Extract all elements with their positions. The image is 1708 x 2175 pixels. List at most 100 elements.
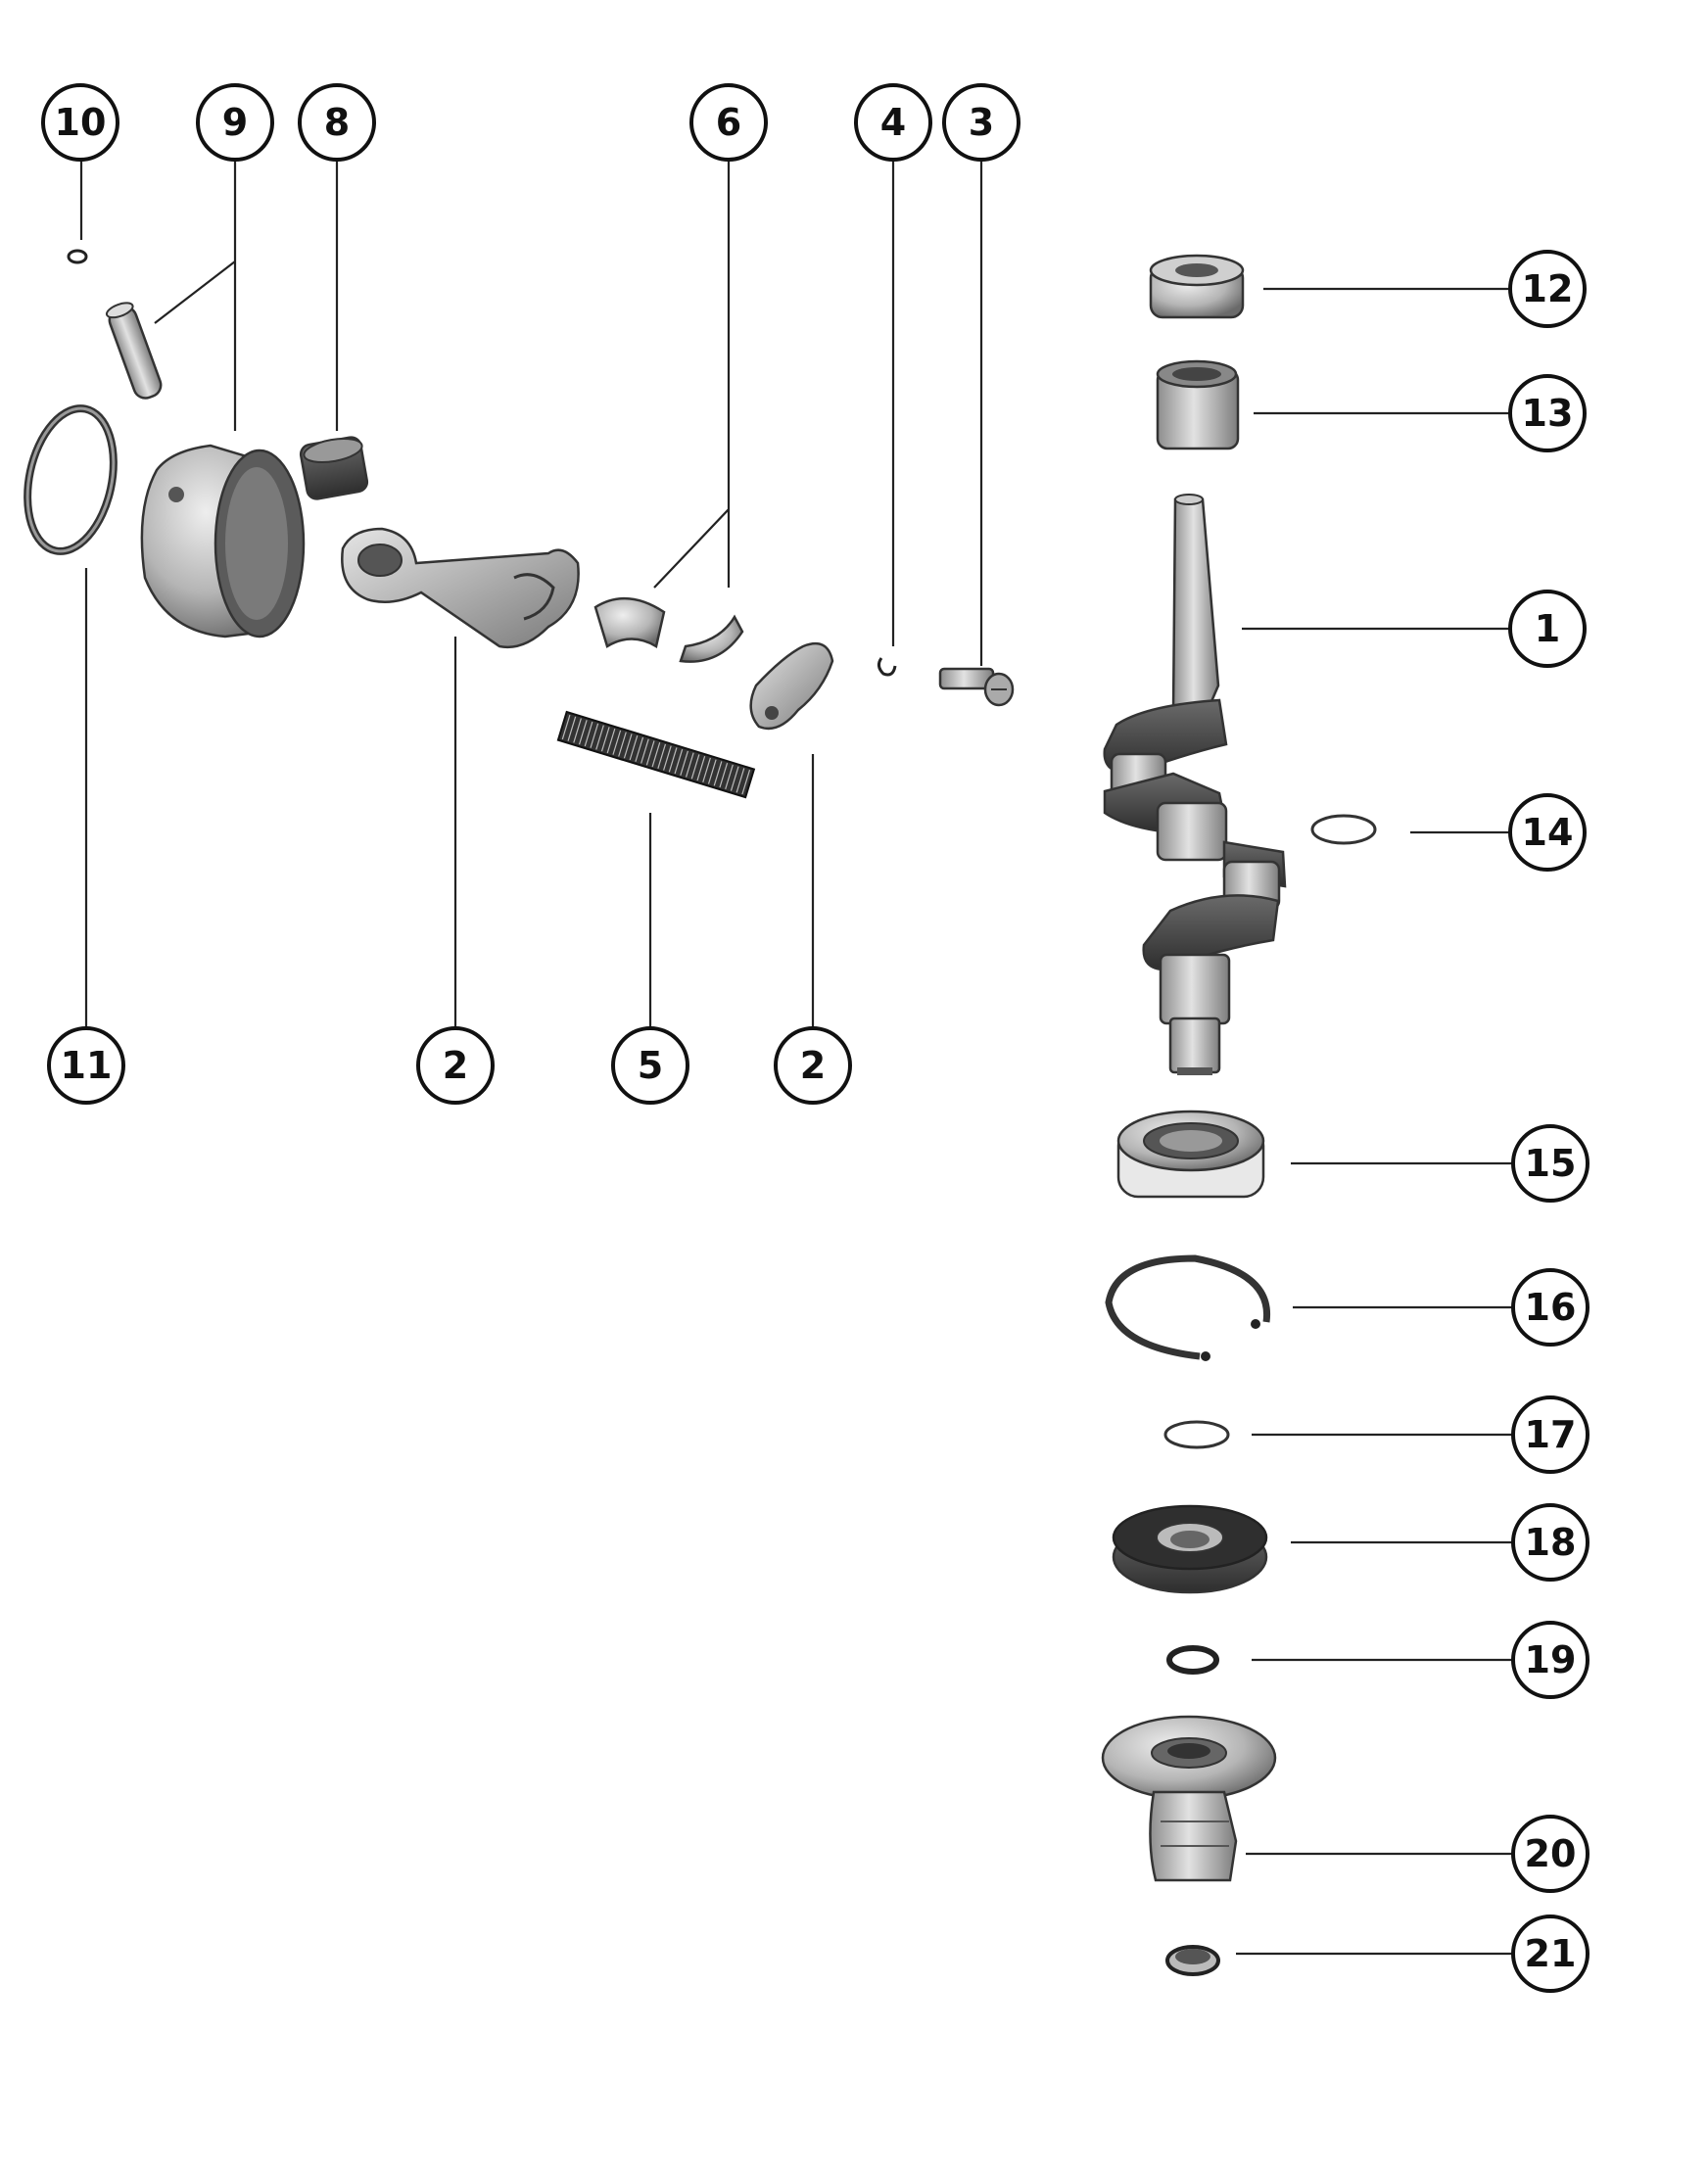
- callout-9-label: 9: [222, 101, 248, 144]
- needle-tick: [623, 733, 633, 759]
- callout-2-rod: 2: [416, 1026, 495, 1105]
- callout-5-label: 5: [638, 1044, 663, 1087]
- callout-17: 17: [1511, 1395, 1589, 1474]
- lower-flange-housing: [1101, 1715, 1277, 1882]
- crankshaft-seal-ring: [1310, 814, 1377, 845]
- needle-tick: [680, 750, 688, 776]
- needle-tick: [561, 714, 571, 740]
- needle-tick: [651, 741, 661, 768]
- callout-8: 8: [298, 83, 376, 162]
- retaining-ring: [1105, 1254, 1271, 1360]
- needle-tick: [645, 740, 655, 766]
- callout-21-label: 21: [1525, 1932, 1577, 1975]
- retaining-ring-eye-1: [1201, 1351, 1210, 1361]
- callout-20-label: 20: [1525, 1832, 1577, 1875]
- needle-tick: [719, 763, 729, 788]
- callout-6: 6: [689, 83, 768, 162]
- piston-pin: [105, 302, 163, 400]
- needle-tick: [725, 764, 734, 789]
- needle-tick: [578, 720, 588, 745]
- needle-bearing: [299, 436, 369, 500]
- needle-tick: [606, 728, 616, 754]
- piston: [140, 444, 306, 638]
- callout-2-cap: 2: [774, 1026, 852, 1105]
- rod-cap-screw: [938, 667, 1015, 707]
- needle-tick: [590, 723, 599, 748]
- needle-tick: [735, 768, 745, 793]
- leader-9: [154, 157, 237, 431]
- needle-tick: [573, 718, 582, 743]
- callout-1: 1: [1508, 590, 1587, 668]
- needle-tick: [629, 734, 639, 761]
- callout-12: 12: [1508, 250, 1587, 328]
- callout-14-label: 14: [1522, 811, 1574, 854]
- needle-tick: [730, 766, 739, 791]
- callout-15: 15: [1511, 1124, 1589, 1203]
- crankshaft-upper-seal: [1149, 254, 1245, 319]
- needle-tick: [584, 721, 593, 747]
- needle-tick: [600, 727, 610, 752]
- bearing-insert-lower: [679, 614, 744, 663]
- callout-21: 21: [1511, 1915, 1589, 1993]
- needle-tick: [702, 757, 711, 782]
- callout-17-label: 17: [1525, 1413, 1577, 1456]
- callout-2-cap-label: 2: [800, 1044, 826, 1087]
- crankshaft-upper-bushing: [1156, 359, 1240, 450]
- needle-tick: [595, 725, 604, 750]
- needle-tick: [640, 738, 649, 764]
- needle-tick: [567, 716, 577, 741]
- needle-tick: [690, 754, 700, 780]
- piston-ring: [24, 404, 118, 555]
- needle-tick: [635, 736, 644, 762]
- ball-bearing: [1116, 1110, 1265, 1199]
- callout-4: 4: [854, 83, 932, 162]
- callout-10: 10: [41, 83, 119, 162]
- needle-tick: [707, 759, 717, 784]
- callout-5: 5: [611, 1026, 689, 1105]
- callout-16-label: 16: [1525, 1286, 1577, 1329]
- callout-6-label: 6: [716, 101, 741, 144]
- connecting-rod-cap: [749, 641, 834, 731]
- callout-1-label: 1: [1535, 607, 1560, 650]
- needle-bearing-strip-ticks: [561, 714, 751, 795]
- lock-washer: [877, 657, 897, 677]
- callout-14: 14: [1508, 793, 1587, 872]
- callout-8-label: 8: [324, 101, 350, 144]
- leader-lines: [79, 157, 1512, 1956]
- callout-18-label: 18: [1525, 1521, 1577, 1564]
- needle-tick: [685, 752, 694, 778]
- lower-small-bushing: [1165, 1945, 1220, 1976]
- callout-13-label: 13: [1522, 392, 1574, 435]
- retaining-ring-eye-2: [1251, 1319, 1260, 1329]
- needle-tick: [618, 732, 627, 757]
- callout-15-label: 15: [1525, 1142, 1577, 1185]
- leader-6: [653, 157, 731, 589]
- callout-3-label: 3: [969, 101, 994, 144]
- needle-tick: [741, 770, 751, 795]
- callout-16: 16: [1511, 1268, 1589, 1347]
- snap-ring-small: [1163, 1420, 1230, 1449]
- callout-19-label: 19: [1525, 1638, 1577, 1681]
- callout-13: 13: [1508, 374, 1587, 452]
- needle-tick: [674, 748, 684, 775]
- piston-ring-highlight: [25, 406, 116, 553]
- needle-tick: [668, 747, 678, 773]
- callout-18: 18: [1511, 1503, 1589, 1582]
- parts: [24, 249, 1377, 1976]
- callout-10-label: 10: [55, 101, 107, 144]
- callouts: 10 9 8 6 4 3 12 13: [41, 83, 1589, 1993]
- callout-12-label: 12: [1522, 267, 1574, 310]
- needle-tick: [657, 743, 667, 769]
- bearing-insert-upper: [593, 596, 666, 648]
- lower-oil-seal: [1112, 1504, 1268, 1594]
- piston-pin-lock-ring: [67, 249, 88, 264]
- needle-tick: [663, 745, 672, 771]
- callout-11-label: 11: [61, 1044, 113, 1087]
- callout-4-label: 4: [880, 101, 906, 144]
- callout-11: 11: [47, 1026, 125, 1105]
- callout-3: 3: [942, 83, 1020, 162]
- needle-tick: [713, 761, 723, 786]
- o-ring: [1166, 1645, 1219, 1675]
- callout-19: 19: [1511, 1621, 1589, 1699]
